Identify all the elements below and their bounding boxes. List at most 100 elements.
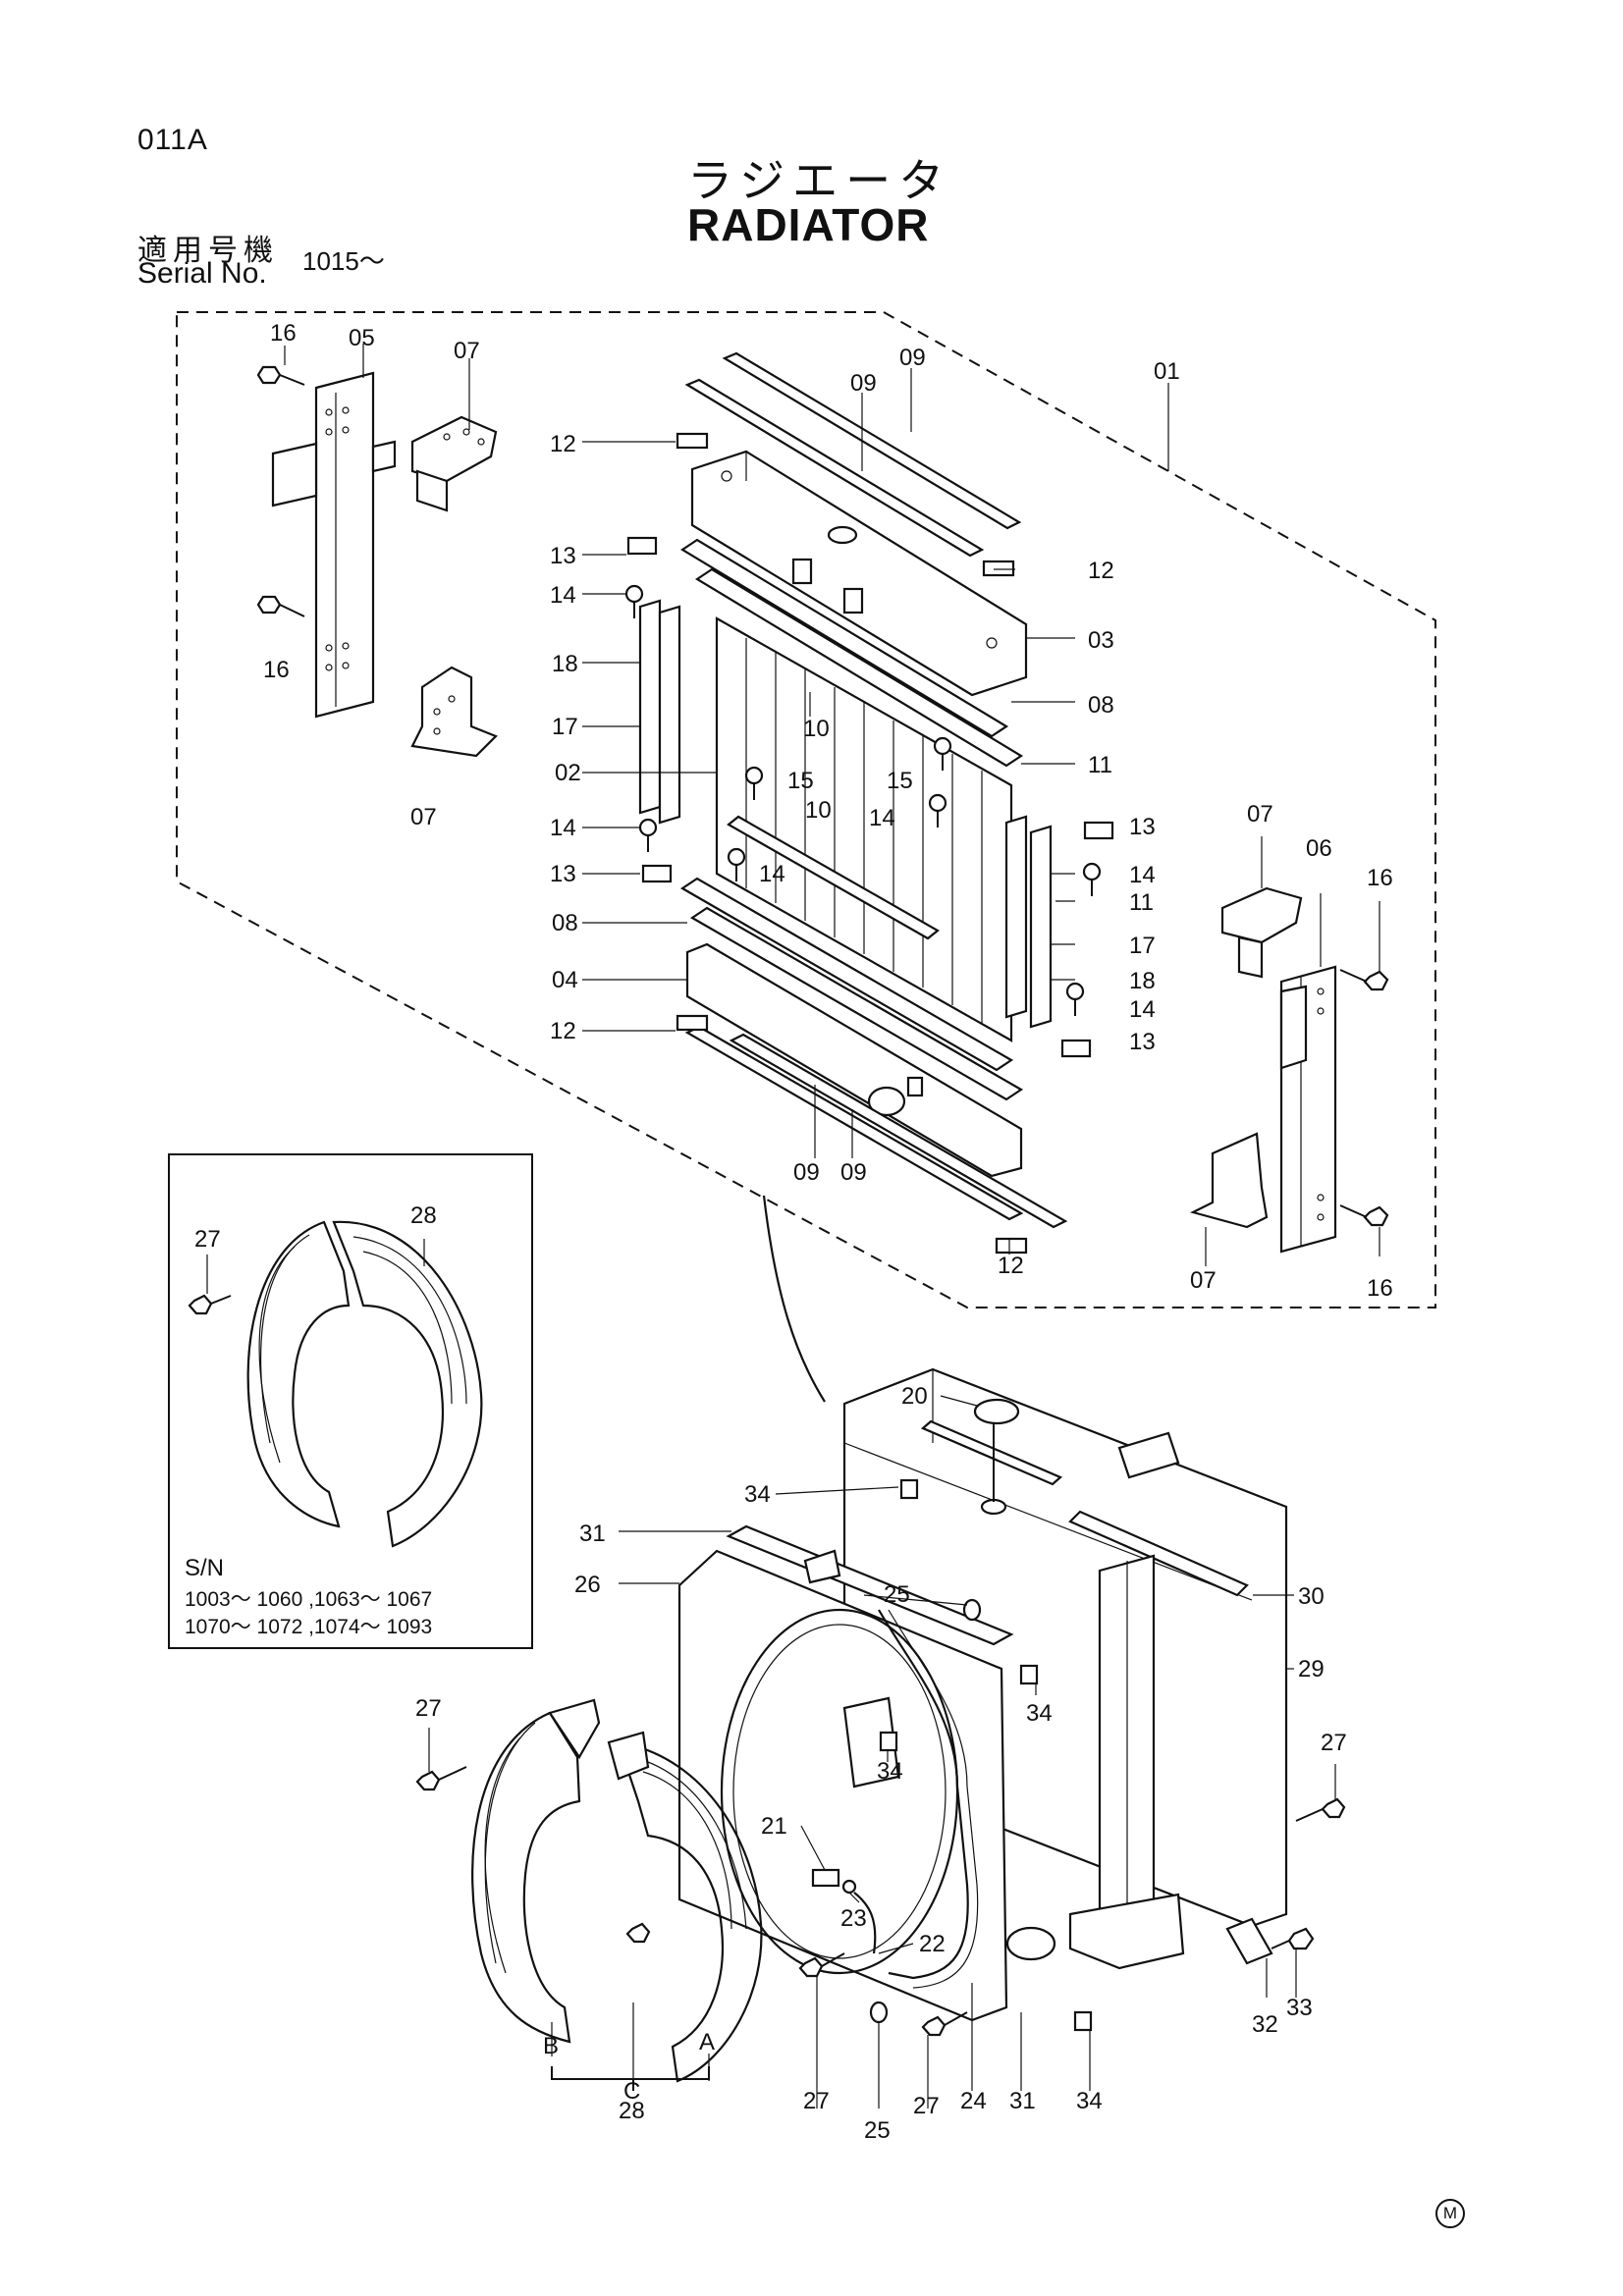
bolt-icon — [928, 793, 947, 828]
callout-13: 13 — [550, 861, 576, 887]
callout-09: 09 — [899, 345, 926, 371]
callout-07: 07 — [454, 338, 480, 364]
assembly-leader — [762, 1195, 826, 1403]
callout-25: 25 — [864, 2117, 891, 2144]
serial-label-japanese: 適用号機 — [137, 235, 279, 267]
inset-sn-label: S/N — [185, 1555, 224, 1581]
drain-hose — [878, 1609, 969, 1980]
inset-sn-range-2: 1070～ 1072 ,1074～ 1093 — [185, 1616, 432, 1638]
callout-17: 17 — [552, 714, 578, 740]
callout-14: 14 — [550, 582, 576, 609]
callout-12: 12 — [1088, 558, 1114, 584]
fan-guard-a — [607, 1731, 763, 2083]
assembly-boundary — [176, 311, 1436, 1308]
callout-03: 03 — [1088, 627, 1114, 654]
callout-12: 12 — [550, 431, 576, 457]
callout-14: 14 — [550, 815, 576, 841]
callout-16: 16 — [270, 320, 297, 347]
callout-11: 11 — [1129, 889, 1154, 916]
callout-31: 31 — [579, 1521, 606, 1547]
inset-box — [168, 1153, 533, 1649]
page-title: RADIATOR — [687, 199, 930, 250]
callout-C: C — [623, 2078, 640, 2105]
mount-bracket-upper-left — [410, 415, 498, 512]
bolt-icon — [1065, 982, 1085, 1016]
callout-A: A — [699, 2029, 715, 2056]
bolt-icon — [256, 595, 305, 617]
manufacturer-mark: M — [1435, 2199, 1465, 2228]
support-strip-top — [684, 351, 1022, 558]
mount-bracket-lower-left — [410, 666, 498, 758]
bolt-icon — [1082, 862, 1102, 896]
callout-02: 02 — [555, 760, 581, 786]
side-seal-left — [638, 599, 681, 825]
callout-31: 31 — [1009, 2088, 1036, 2114]
callout-06: 06 — [1306, 835, 1332, 862]
callout-labels: 01 02 03 04 05 06 07 07 07 07 08 08 09 0… — [185, 320, 1393, 2144]
clamp-icon — [869, 2001, 889, 2024]
callout-26: 26 — [574, 1572, 601, 1598]
callout-12: 12 — [550, 1018, 576, 1044]
bolt-icon — [1271, 1927, 1315, 1950]
upper-tank — [690, 450, 1028, 697]
callout-16: 16 — [263, 657, 290, 683]
callout-07: 07 — [410, 804, 437, 830]
support-strip-bottom-2 — [729, 1033, 1068, 1229]
callout-27: 27 — [1321, 1730, 1347, 1756]
callout-16: 16 — [1367, 1275, 1393, 1302]
plate-13 — [626, 536, 658, 556]
callout-27: 27 — [803, 2088, 830, 2114]
plate-13 — [641, 864, 673, 883]
plug-icon — [1073, 2010, 1093, 2032]
callout-29: 29 — [1298, 1656, 1325, 1682]
bolt-icon — [933, 736, 952, 771]
bracket-plate-32 — [1225, 1917, 1273, 1965]
callout-20: 20 — [901, 1383, 928, 1410]
callout-09: 09 — [840, 1159, 867, 1186]
plate-12-left — [676, 1014, 709, 1032]
inset-sn-range-1: 1003～ 1060 ,1063～ 1067 — [185, 1588, 432, 1611]
plug-icon — [899, 1478, 919, 1500]
callout-09: 09 — [793, 1159, 820, 1186]
callout-21: 21 — [761, 1813, 787, 1840]
callout-14: 14 — [869, 805, 895, 831]
bolt-icon — [727, 847, 746, 881]
bolt-icon — [624, 584, 644, 618]
bolt-icon — [415, 1766, 467, 1791]
callout-07: 07 — [1247, 801, 1273, 828]
gasket-upper-2 — [694, 567, 1024, 768]
callout-01: 01 — [1154, 358, 1180, 385]
callout-33: 33 — [1286, 1995, 1313, 2021]
bolt-icon — [188, 1294, 232, 1315]
callout-34: 34 — [877, 1758, 903, 1785]
callout-34: 34 — [1026, 1700, 1053, 1727]
plate-13 — [1060, 1039, 1092, 1058]
callout-18: 18 — [1129, 968, 1156, 994]
plate-12-bottom — [995, 1237, 1028, 1255]
callout-28: 28 — [410, 1202, 437, 1229]
bolt-icon — [1295, 1797, 1346, 1822]
plate-12-top — [676, 432, 709, 450]
callout-13: 13 — [1129, 814, 1156, 840]
callout-23: 23 — [840, 1905, 867, 1932]
callout-04: 04 — [552, 967, 578, 993]
gasket-lower-2 — [689, 906, 1024, 1101]
callout-25: 25 — [884, 1581, 910, 1608]
callout-18: 18 — [552, 651, 578, 677]
plug-icon — [1019, 1664, 1039, 1685]
gasket-upper — [679, 538, 1009, 738]
callout-24: 24 — [960, 2088, 987, 2114]
callout-07: 07 — [1190, 1267, 1217, 1294]
right-frame-bracket — [1279, 965, 1337, 1254]
plug-icon — [879, 1731, 898, 1752]
callout-22: 22 — [919, 1931, 946, 1957]
callout-08: 08 — [1088, 692, 1114, 719]
callout-14: 14 — [1129, 862, 1156, 888]
callout-27: 27 — [913, 2093, 940, 2119]
callout-15: 15 — [887, 768, 913, 794]
callout-12: 12 — [998, 1253, 1024, 1279]
callout-32: 32 — [1252, 2011, 1278, 2038]
bolt-icon — [1339, 969, 1389, 991]
callout-08: 08 — [552, 910, 578, 936]
callout-28: 28 — [619, 2098, 645, 2124]
